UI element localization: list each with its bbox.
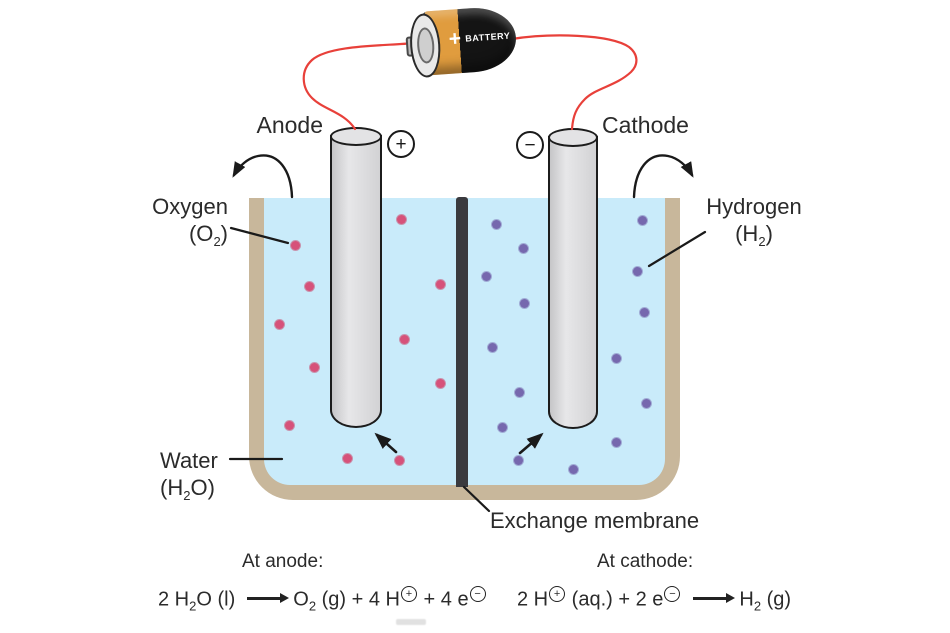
anode-reaction-heading: At anode: — [242, 551, 324, 572]
hydrogen-bubble — [568, 464, 578, 474]
water-name: Water — [160, 448, 218, 473]
hydrogen-bubble — [513, 455, 523, 465]
cutoff-caption-fragment — [396, 619, 426, 625]
oxygen-bubble — [396, 214, 406, 224]
hydrogen-bubble — [481, 271, 491, 281]
hydrogen-bubble — [487, 342, 497, 352]
cathode-electrode — [548, 128, 598, 429]
anode-plus-sign: + — [387, 130, 415, 158]
battery: + BATTERY — [404, 5, 519, 79]
cathode-reaction-equation: 2 H+ (aq.) + 2 e−H2 (g) — [517, 586, 792, 614]
cathode-electrode-stem — [548, 136, 598, 429]
oxygen-bubble — [435, 279, 445, 289]
battery-end-cap-inner — [415, 26, 435, 65]
anode-electrode-cap — [330, 127, 382, 146]
hydrogen-escape-arrow — [632, 154, 694, 199]
hydrogen-bubble — [491, 219, 501, 229]
oxygen-bubble — [290, 240, 300, 250]
hydrogen-bubble — [611, 353, 621, 363]
oxygen-bubble — [284, 420, 294, 430]
oxygen-bubble — [435, 378, 445, 388]
hydrogen-name: Hydrogen — [706, 194, 802, 219]
oxygen-bubble — [304, 281, 314, 291]
oxygen-bubble — [274, 319, 284, 329]
hydrogen-bubble — [518, 243, 528, 253]
reaction-arrow — [693, 593, 736, 602]
cathode-reaction-heading: At cathode: — [597, 551, 694, 572]
reaction-arrow — [247, 593, 290, 602]
hydrogen-bubble — [514, 387, 524, 397]
oxygen-bubble — [394, 455, 404, 465]
hydrogen-bubble — [637, 215, 647, 225]
oxygen-label: Oxygen (O2) — [116, 193, 228, 249]
anode-electrode-stem — [330, 135, 382, 428]
cathode-label: Cathode — [602, 112, 689, 138]
oxygen-formula: (O2) — [188, 221, 228, 249]
hydrogen-bubble — [641, 398, 651, 408]
anode-label: Anode — [256, 112, 323, 138]
water-formula: (H2O) — [160, 475, 215, 503]
anode-reaction-equation: 2 H2O (l)O2 (g) + 4 H+ + 4 e− — [158, 586, 487, 613]
oxygen-name: Oxygen — [152, 194, 228, 219]
hydrogen-formula: (H2) — [735, 221, 773, 249]
battery-plus-sign: + — [448, 27, 462, 51]
hydrogen-bubble — [519, 298, 529, 308]
oxygen-escape-arrow — [232, 154, 294, 199]
hydrogen-label: Hydrogen (H2) — [698, 193, 810, 249]
hydrogen-bubble — [611, 437, 621, 447]
oxygen-bubble — [342, 453, 352, 463]
cathode-electrode-cap — [548, 128, 598, 147]
hydrogen-bubble — [632, 266, 642, 276]
hydrogen-bubble — [639, 307, 649, 317]
hydrogen-bubble — [497, 422, 507, 432]
anode-electrode — [330, 127, 382, 428]
membrane-label: Exchange membrane — [490, 508, 700, 533]
water-label: Water (H2O) — [160, 447, 218, 503]
oxygen-bubble — [309, 362, 319, 372]
oxygen-bubble — [399, 334, 409, 344]
cathode-minus-sign: − — [516, 131, 544, 159]
exchange-membrane — [456, 197, 468, 487]
